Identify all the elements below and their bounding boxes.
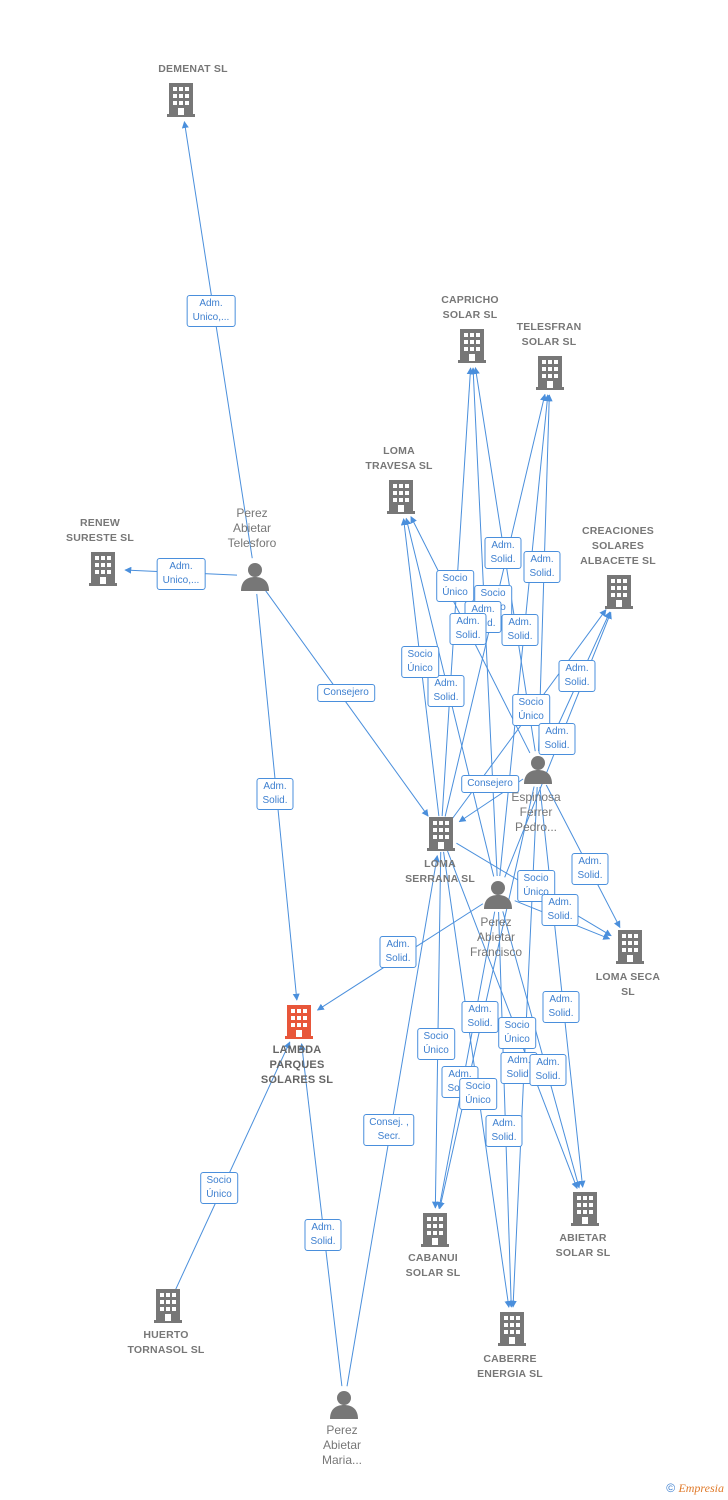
edge-label[interactable]: Adm. Solid. [256,778,294,810]
edge-label[interactable]: Adm. Solid. [541,894,579,926]
edge-espinosa-to-abietar_solar [539,786,586,1188]
edge-label[interactable]: Socio Único [512,694,550,726]
edge-label[interactable]: Adm. Solid. [484,537,522,569]
edge-label[interactable]: Adm. Solid. [571,853,609,885]
edge-label[interactable]: Adm. Solid. [485,1115,523,1147]
node-label-loma-serrana[interactable]: LOMA SERRANA SL [405,858,475,885]
building-icon[interactable] [427,817,455,851]
edge-label[interactable]: Adm. Solid. [379,936,417,968]
node-label-demenat[interactable]: DEMENAT SL [158,63,228,75]
edge-label[interactable]: Adm. Solid. [501,614,539,646]
edge-huerto-to-lambda [175,1041,291,1290]
edge-label[interactable]: Consejero [461,775,519,793]
edge-label[interactable]: Adm. Solid. [304,1219,342,1251]
edge-label[interactable]: Adm. Solid. [427,675,465,707]
person-icon[interactable] [330,1391,358,1419]
building-icon[interactable] [89,552,117,586]
edge-label[interactable]: Adm. Solid. [523,551,561,583]
node-label-renew[interactable]: RENEW SURESTE SL [66,517,134,544]
node-label-capricho[interactable]: CAPRICHO SOLAR SL [441,294,499,321]
node-label-creaciones[interactable]: CREACIONES SOLARES ALBACETE SL [580,525,656,567]
edge-label[interactable]: Adm. Unico,... [186,295,236,327]
node-label-francisco[interactable]: Perez Abietar Francisco [469,915,523,959]
building-icon[interactable] [421,1213,449,1247]
building-icon[interactable] [458,329,486,363]
copyright-symbol: © [666,1481,676,1495]
brand-logo[interactable]: Empresia [678,1481,724,1495]
node-label-telesforo[interactable]: Perez Abietar Telesforo [227,506,277,550]
edge-label[interactable]: Socio Único [200,1172,238,1204]
node-label-lambda[interactable]: LAMBDA PARQUES SOLARES SL [260,1044,334,1086]
edge-label[interactable]: Adm. Unico,... [156,558,206,590]
footer: © Empresia [666,1481,724,1496]
edge-label[interactable]: Adm. Solid. [461,1001,499,1033]
building-icon[interactable] [498,1312,526,1346]
edge-label[interactable]: Adm. Solid. [538,723,576,755]
building-icon[interactable] [387,480,415,514]
person-icon[interactable] [241,563,269,591]
building-icon[interactable] [167,83,195,117]
edge-francisco-to-caberre [498,911,515,1308]
edge-label[interactable]: Socio Único [436,570,474,602]
edge-label[interactable]: Adm. Solid. [529,1054,567,1086]
edge-label[interactable]: Consej. , Secr. [363,1114,415,1146]
building-icon[interactable] [571,1192,599,1226]
node-label-loma-seca[interactable]: LOMA SECA SL [595,971,661,998]
edge-espinosa-to-cabanui [437,786,535,1210]
edge-label[interactable]: Adm. Solid. [449,613,487,645]
building-icon[interactable] [285,1005,313,1039]
edge-label[interactable]: Adm. Solid. [558,660,596,692]
edge-label[interactable]: Socio Único [417,1028,455,1060]
building-icon[interactable] [154,1289,182,1323]
building-icon[interactable] [616,930,644,964]
edge-label[interactable]: Socio Único [401,646,439,678]
building-icon[interactable] [536,356,564,390]
node-label-abietar-solar[interactable]: ABIETAR SOLAR SL [555,1232,611,1259]
edge-telesforo-to-demenat [181,121,253,559]
edge-label[interactable]: Socio Único [498,1017,536,1049]
edge-label[interactable]: Consejero [317,684,375,702]
node-label-huerto[interactable]: HUERTO TORNASOL SL [127,1329,205,1356]
node-label-caberre[interactable]: CABERRE ENERGIA SL [477,1353,543,1380]
node-label-cabanui[interactable]: CABANUI SOLAR SL [405,1252,461,1279]
edge-label[interactable]: Adm. Solid. [542,991,580,1023]
node-label-loma-travesa[interactable]: LOMA TRAVESA SL [365,445,433,472]
person-icon[interactable] [484,881,512,909]
node-label-maria[interactable]: Perez Abietar Maria... [321,1423,363,1467]
node-label-espinosa[interactable]: Espinosa Ferrer Pedro... [511,790,561,834]
edge-francisco-to-cabanui [436,911,496,1210]
edge-telesforo-to-loma_serrana [265,590,429,817]
node-label-telesfran[interactable]: TELESFRAN SOLAR SL [516,321,582,348]
edge-maria-to-lambda [298,1043,343,1387]
building-icon[interactable] [605,575,633,609]
edge-label[interactable]: Socio Único [459,1078,497,1110]
edge-francisco-to-abietar_solar [502,911,581,1189]
